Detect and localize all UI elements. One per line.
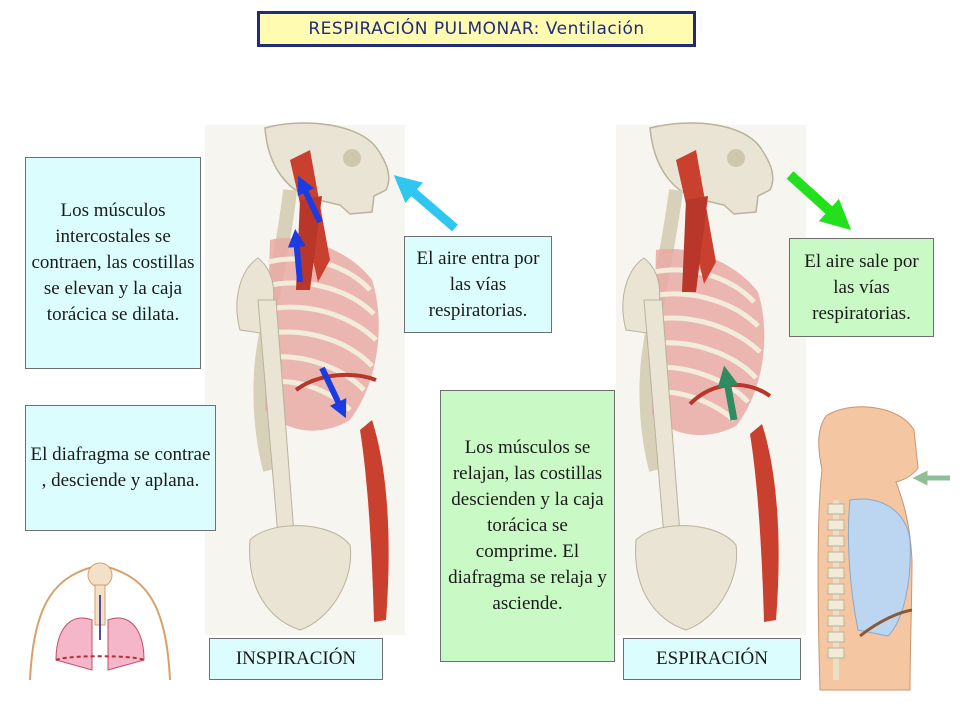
expiration-figure [616,122,806,635]
inspiracion-label: INSPIRACIÓN [209,638,383,680]
air-out-text-box: El aire sale por las vías respiratorias. [789,238,934,337]
lungs-diagram [29,562,171,681]
intercostal-text-box: Los músculos intercostales se contraen, … [25,157,201,369]
inspiration-figure [205,122,405,635]
torso-diagram [817,406,950,691]
diaphragm-text-box: El diafragma se contrae , desciende y ap… [25,405,216,531]
relax-text-box: Los músculos se relajan, las costillas d… [440,390,615,662]
page-title: RESPIRACIÓN PULMONAR: Ventilación [257,11,696,47]
air-in-arrow [393,175,458,232]
air-out-arrow [786,171,852,231]
air-in-text-box: El aire entra por las vías respiratorias… [404,236,552,333]
espiracion-label: ESPIRACIÓN [623,638,801,680]
